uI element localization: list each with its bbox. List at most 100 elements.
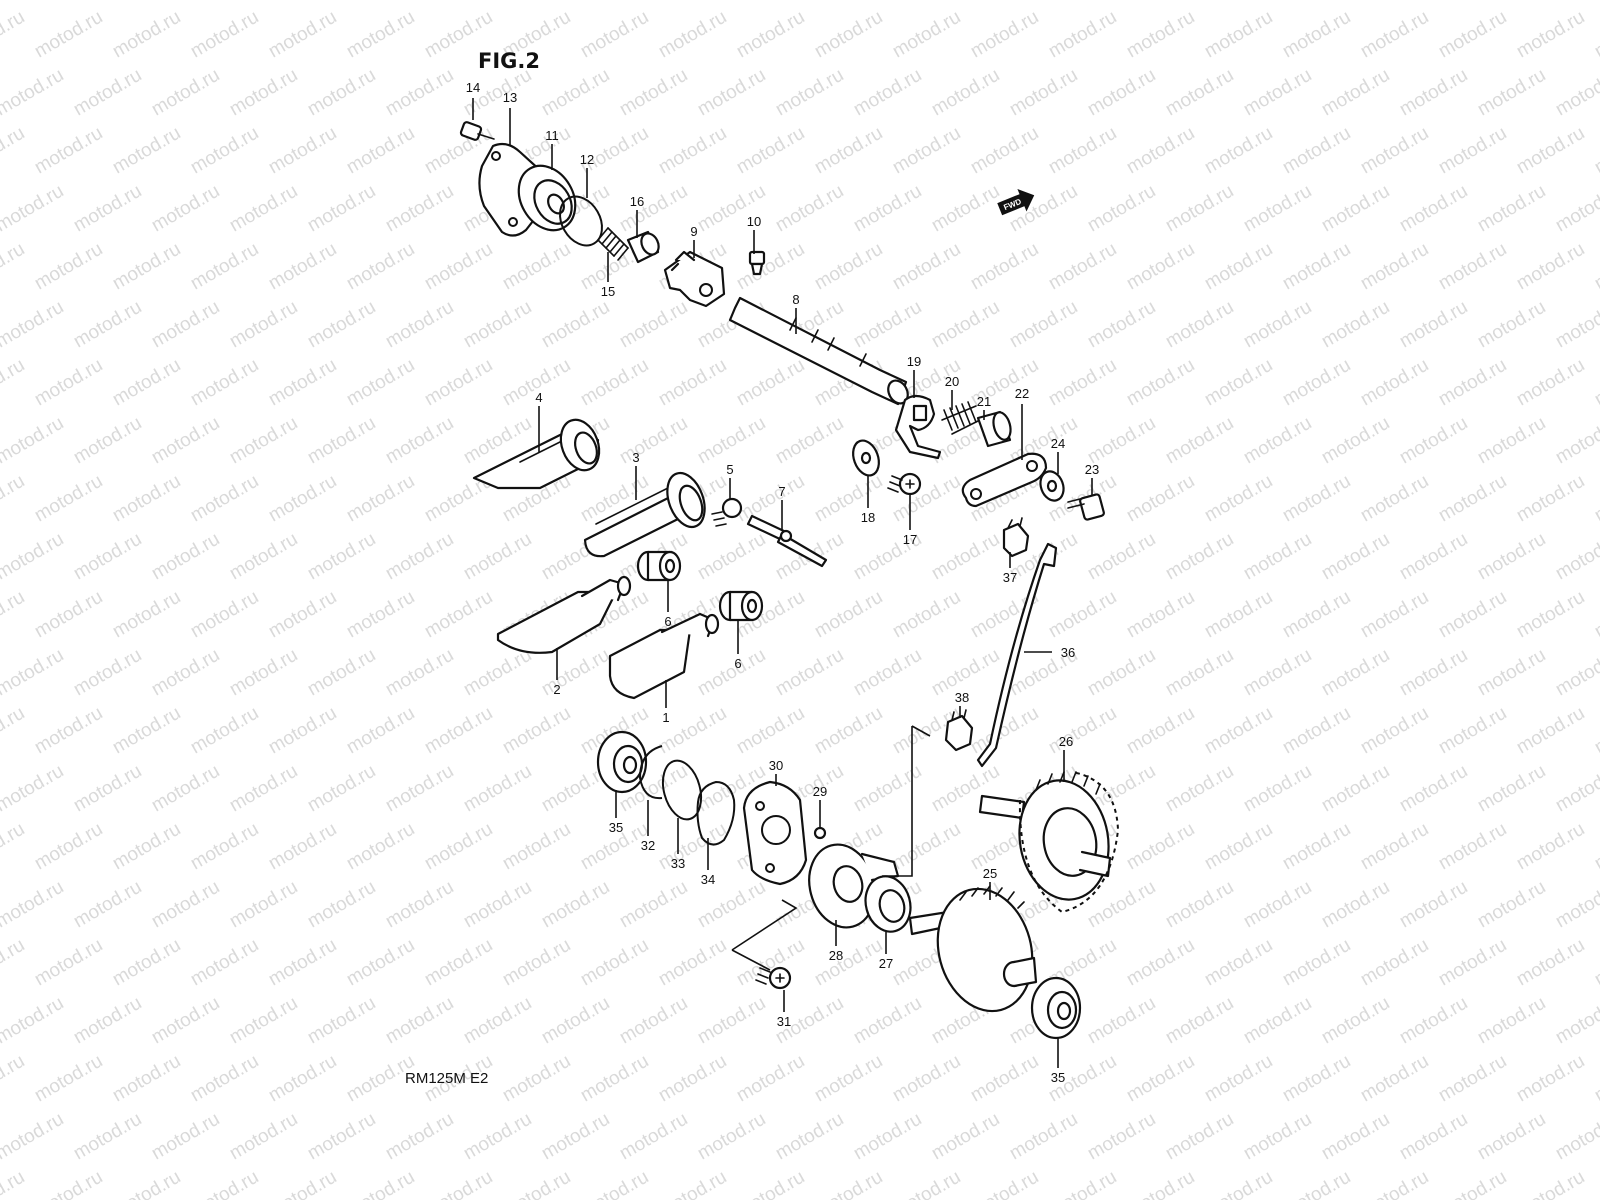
- watermark-text: motod.ru: [31, 471, 106, 527]
- watermark-text: motod.ru: [31, 819, 106, 875]
- watermark-text: motod.ru: [928, 65, 1003, 121]
- watermark-text: motod.ru: [1474, 65, 1549, 121]
- part-15-spring: [597, 227, 629, 261]
- watermark-text: motod.ru: [1513, 471, 1588, 527]
- watermark-text: motod.ru: [265, 1167, 340, 1200]
- watermark-text: motod.ru: [733, 471, 808, 527]
- watermark-text: motod.ru: [70, 413, 145, 469]
- watermark-text: motod.ru: [694, 0, 769, 4]
- watermark-text: motod.ru: [70, 993, 145, 1049]
- watermark-text: motod.ru: [31, 587, 106, 643]
- part-27-guide: [864, 875, 912, 933]
- watermark-text: motod.ru: [226, 993, 301, 1049]
- watermark-text: motod.ru: [1513, 1167, 1588, 1200]
- part-3-valve: [583, 471, 706, 558]
- watermark-text: motod.ru: [811, 239, 886, 295]
- watermark-text: motod.ru: [616, 877, 691, 933]
- watermark-text: motod.ru: [1201, 587, 1276, 643]
- watermark-text: motod.ru: [1513, 819, 1588, 875]
- watermark-text: motod.ru: [109, 935, 184, 991]
- callout-6-lower: 6: [734, 656, 741, 671]
- watermark-text: motod.ru: [421, 587, 496, 643]
- watermark-text: motod.ru: [1513, 587, 1588, 643]
- watermark-text: motod.ru: [0, 877, 67, 933]
- watermark-text: motod.ru: [772, 0, 847, 4]
- watermark-text: motod.ru: [1279, 239, 1354, 295]
- watermark-text: motod.ru: [733, 703, 808, 759]
- watermark-text: motod.ru: [1591, 935, 1600, 991]
- watermark-text: motod.ru: [70, 297, 145, 353]
- watermark-text: motod.ru: [811, 123, 886, 179]
- watermark-text: motod.ru: [148, 1109, 223, 1165]
- part-2-valve-blade: [496, 575, 632, 654]
- part-5-screw: [711, 497, 743, 527]
- watermark-text: motod.ru: [109, 123, 184, 179]
- watermark-text: motod.ru: [538, 993, 613, 1049]
- watermark-text: motod.ru: [1552, 645, 1600, 701]
- callout-7: 7: [778, 484, 785, 499]
- watermark-text: motod.ru: [226, 0, 301, 4]
- watermark-text: motod.ru: [421, 239, 496, 295]
- watermark-text: motod.ru: [1318, 65, 1393, 121]
- watermark-text: motod.ru: [811, 935, 886, 991]
- watermark-text: motod.ru: [460, 993, 535, 1049]
- watermark-text: motod.ru: [1474, 1109, 1549, 1165]
- watermark-text: motod.ru: [421, 355, 496, 411]
- watermark-text: motod.ru: [1435, 355, 1510, 411]
- watermark-text: motod.ru: [1396, 877, 1471, 933]
- watermark-text: motod.ru: [616, 181, 691, 237]
- watermark-text: motod.ru: [1435, 123, 1510, 179]
- part-30-plate: [742, 780, 808, 886]
- watermark-text: motod.ru: [811, 587, 886, 643]
- watermark-text: motod.ru: [0, 7, 28, 63]
- watermark-text: motod.ru: [343, 471, 418, 527]
- watermark-text: motod.ru: [1240, 181, 1315, 237]
- watermark-text: motod.ru: [733, 239, 808, 295]
- watermark-text: motod.ru: [1279, 123, 1354, 179]
- part-7-pin: [746, 514, 828, 568]
- callout-30: 30: [769, 758, 783, 773]
- watermark-text: motod.ru: [889, 1051, 964, 1107]
- watermark-text: motod.ru: [1318, 0, 1393, 4]
- watermark-text: motod.ru: [0, 1109, 67, 1165]
- watermark-text: motod.ru: [616, 413, 691, 469]
- watermark-text: motod.ru: [1045, 703, 1120, 759]
- watermark-text: motod.ru: [343, 355, 418, 411]
- watermark-text: motod.ru: [811, 703, 886, 759]
- callout-5: 5: [726, 462, 733, 477]
- part-6-collar-upper: [636, 550, 682, 582]
- watermark-text: motod.ru: [1006, 65, 1081, 121]
- watermark-text: motod.ru: [694, 645, 769, 701]
- watermark-text: motod.ru: [109, 7, 184, 63]
- watermark-text: motod.ru: [538, 297, 613, 353]
- watermark-text: motod.ru: [1240, 413, 1315, 469]
- watermark-text: motod.ru: [1318, 181, 1393, 237]
- model-code: RM125M E2: [405, 1070, 488, 1087]
- callout-4: 4: [535, 390, 542, 405]
- watermark-text: motod.ru: [499, 703, 574, 759]
- watermark-text: motod.ru: [304, 65, 379, 121]
- watermark-text: motod.ru: [1513, 7, 1588, 63]
- part-11-seal: [517, 164, 577, 232]
- watermark-text: motod.ru: [1084, 0, 1159, 4]
- watermark-text: motod.ru: [1591, 123, 1600, 179]
- watermark-text: motod.ru: [1123, 935, 1198, 991]
- watermark-text: motod.ru: [1513, 355, 1588, 411]
- watermark-text: motod.ru: [265, 239, 340, 295]
- watermark-text: motod.ru: [1474, 993, 1549, 1049]
- watermark-text: motod.ru: [109, 355, 184, 411]
- watermark-text: motod.ru: [1240, 993, 1315, 1049]
- watermark-text: motod.ru: [499, 935, 574, 991]
- watermark-text: motod.ru: [0, 587, 28, 643]
- watermark-text: motod.ru: [1240, 65, 1315, 121]
- part-16-collar: [626, 230, 660, 264]
- watermark-text: motod.ru: [1123, 123, 1198, 179]
- watermark-text: motod.ru: [70, 65, 145, 121]
- watermark-text: motod.ru: [1435, 1051, 1510, 1107]
- watermark-text: motod.ru: [1435, 819, 1510, 875]
- watermark-text: motod.ru: [1318, 413, 1393, 469]
- watermark-text: motod.ru: [1474, 297, 1549, 353]
- watermark-text: motod.ru: [577, 1167, 652, 1200]
- watermark-text: motod.ru: [1201, 1167, 1276, 1200]
